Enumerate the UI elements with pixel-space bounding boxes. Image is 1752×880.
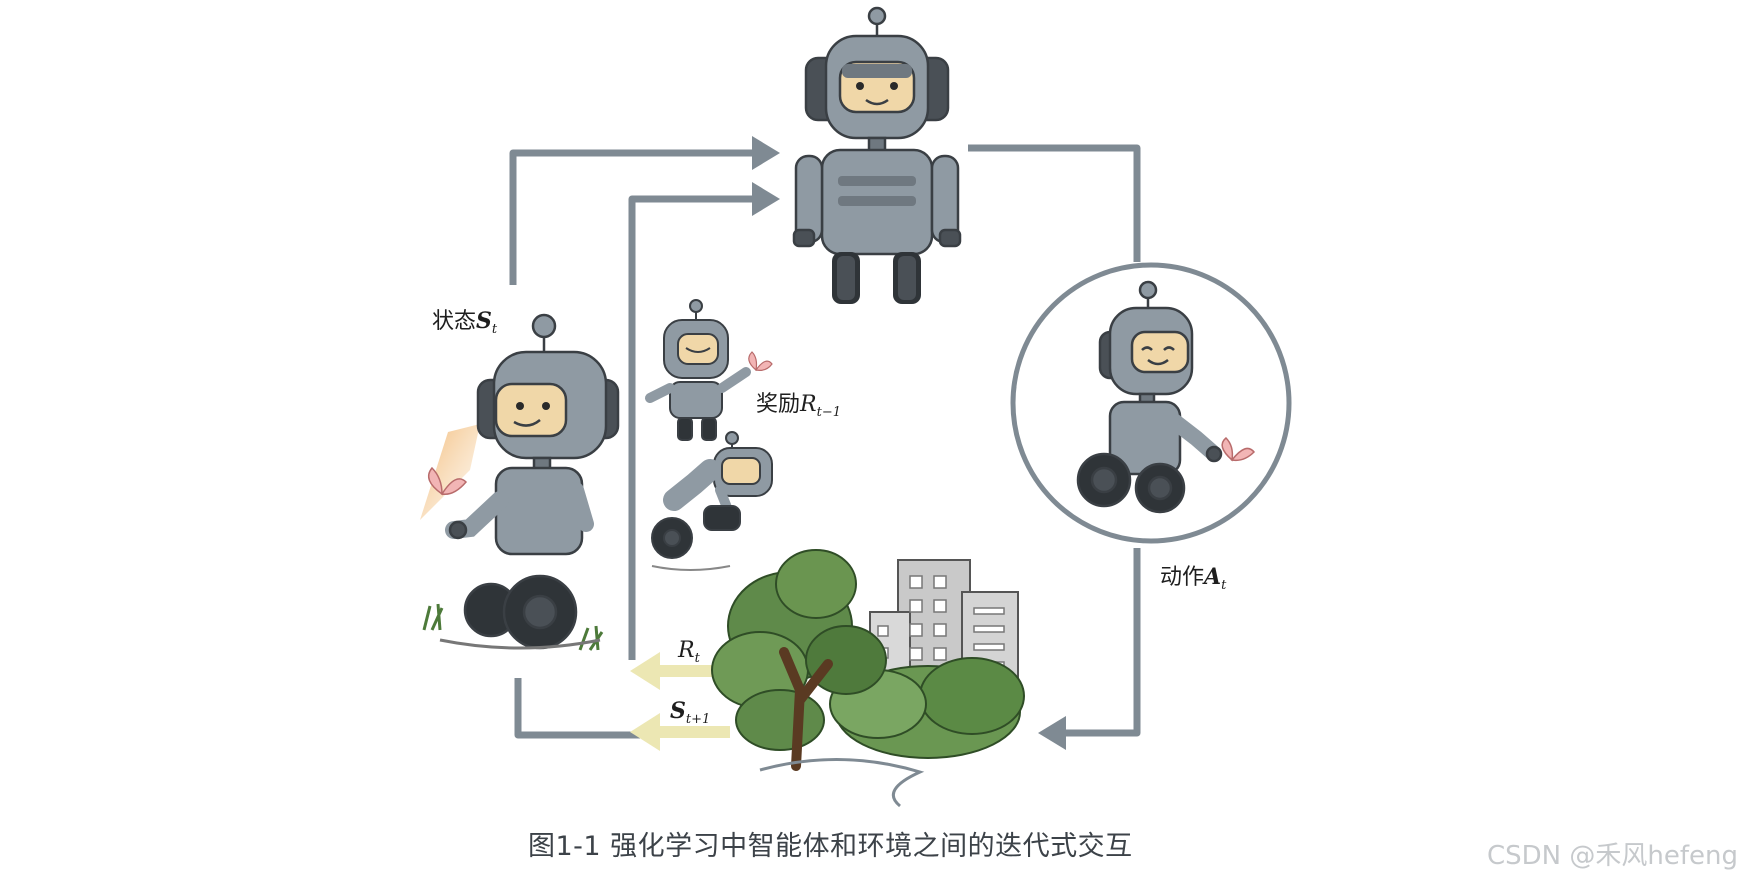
action-arrow-head	[1038, 716, 1066, 750]
state-arrow-head	[752, 136, 780, 170]
river-icon	[759, 757, 925, 808]
state-label-prefix: 状态	[432, 309, 477, 334]
vision-beam	[420, 424, 480, 520]
reward-robot-happy-icon	[645, 299, 751, 441]
env-state-sub: t+1	[685, 712, 711, 727]
action-arrow-bottom	[1060, 548, 1141, 737]
state-label-symbol: S	[476, 308, 492, 334]
state-arrow	[509, 149, 762, 285]
env-state-arrow	[630, 713, 730, 751]
next-state-arrow	[514, 678, 640, 739]
grass-icon	[422, 603, 604, 651]
reward-label-sub: t−1	[816, 405, 841, 420]
bushes-icon	[829, 657, 1025, 759]
env-reward-label: Rt	[678, 638, 700, 666]
reward-arrow-head	[752, 182, 780, 216]
state-butterfly-icon	[427, 466, 468, 496]
reward-label-symbol: R	[800, 392, 817, 417]
fallen-shadow	[651, 565, 731, 571]
agent-robot-wheels	[832, 252, 921, 304]
reward-arrow	[628, 195, 762, 660]
action-label-prefix: 动作	[1160, 565, 1205, 590]
ground-shadow	[439, 638, 601, 650]
reward-robot-fallen-icon	[651, 431, 773, 559]
action-label-sub: t	[1221, 578, 1227, 593]
state-label-sub: t	[491, 322, 498, 337]
env-state-symbol: S	[670, 698, 686, 724]
action-arrow-top	[968, 144, 1141, 262]
env-state-label: St+1	[670, 700, 710, 726]
tree-icon	[711, 549, 887, 771]
action-robot-icon	[1076, 280, 1223, 514]
reward-label: 奖励Rt−1	[756, 392, 841, 420]
reward-label-prefix: 奖励	[756, 392, 801, 417]
reward-butterfly-icon	[748, 351, 773, 372]
action-label: 动作At	[1160, 566, 1226, 592]
env-reward-sub: t	[694, 651, 700, 666]
env-reward-symbol: R	[678, 638, 695, 663]
state-robot-icon	[445, 313, 620, 650]
state-label: 状态St	[432, 310, 497, 336]
agent-robot-icon	[792, 6, 962, 256]
action-label-symbol: A	[1204, 564, 1222, 590]
watermark: CSDN @禾风hefeng	[1487, 841, 1738, 871]
butterfly-icon	[1221, 436, 1256, 462]
figure-caption: 图1-1 强化学习中智能体和环境之间的迭代式交互	[528, 831, 1133, 862]
